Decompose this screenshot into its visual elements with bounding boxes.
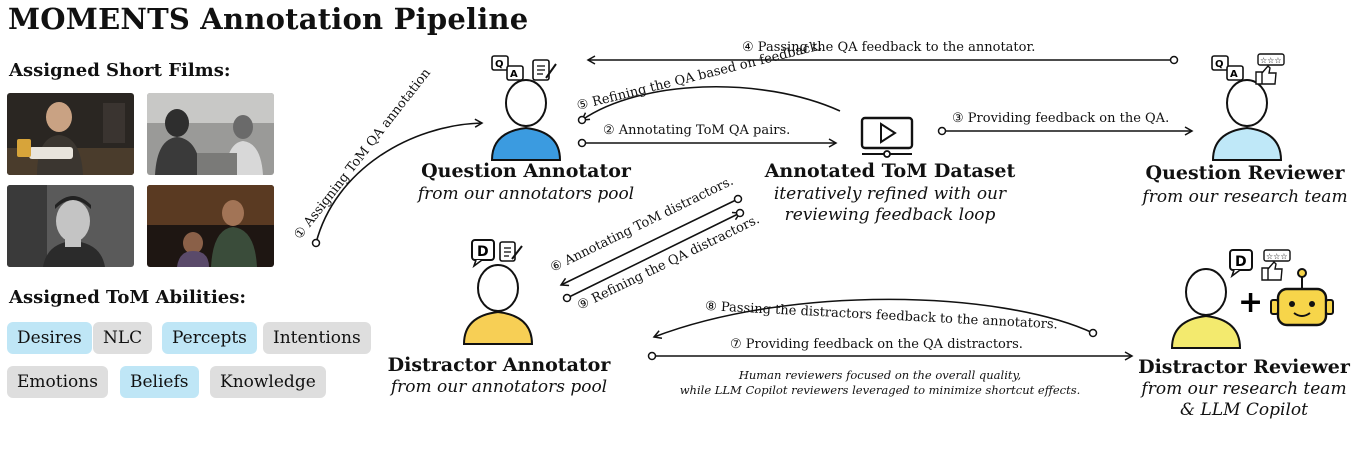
- ability-tag-beliefs[interactable]: Beliefs: [120, 366, 199, 398]
- arrow-step-1: [315, 118, 484, 244]
- question-reviewer-subtitle: from our research team: [1142, 187, 1348, 207]
- ability-tag-emotions[interactable]: Emotions: [7, 366, 108, 398]
- ability-tag-intentions[interactable]: Intentions: [263, 322, 371, 354]
- distractor-d-icon: D: [471, 239, 495, 269]
- step-2-label: ② Annotating ToM QA pairs.: [603, 123, 790, 138]
- video-dataset-icon: [860, 116, 914, 158]
- arrow-step-9: [566, 211, 742, 299]
- arrow-step-8: [652, 298, 1094, 339]
- svg-text:D: D: [477, 244, 489, 260]
- question-annotator-avatar: [490, 79, 562, 161]
- distractor-d-icon-reviewer: D: [1229, 249, 1253, 279]
- thumbs-up-rating-icon: ☆☆☆: [1255, 53, 1285, 85]
- svg-text:☆☆☆: ☆☆☆: [1260, 56, 1282, 65]
- step-9-label: ⑨ Refining the QA distractors.: [575, 212, 762, 313]
- arrow-step-6: [559, 198, 739, 287]
- distractor-reviewer-title: Distractor Reviewer: [1138, 356, 1350, 378]
- svg-text:☆☆☆: ☆☆☆: [1266, 252, 1288, 261]
- ability-tag-desires[interactable]: Desires: [7, 322, 92, 354]
- step-3-label: ③ Providing feedback on the QA.: [952, 111, 1169, 126]
- step-7-label: ⑦ Providing feedback on the QA distracto…: [730, 337, 1023, 352]
- question-annotator-subtitle: from our annotators pool: [417, 184, 635, 204]
- ability-tag-percepts[interactable]: Percepts: [162, 322, 257, 354]
- films-heading: Assigned Short Films:: [9, 60, 231, 81]
- distractor-reviewer-avatar: [1170, 268, 1242, 349]
- distractor-reviewer-subtitle-2: & LLM Copilot: [1180, 400, 1308, 420]
- question-annotator-title: Question Annotator: [421, 160, 631, 182]
- svg-text:A: A: [510, 69, 518, 80]
- page-title: MOMENTS Annotation Pipeline: [8, 2, 529, 36]
- abilities-heading: Assigned ToM Abilities:: [9, 287, 247, 308]
- qa-chat-icon-reviewer: Q A: [1211, 55, 1244, 81]
- film-thumbnail-2[interactable]: [147, 93, 274, 175]
- dataset-subtitle-2: reviewing feedback loop: [784, 205, 996, 225]
- ability-tag-nlc[interactable]: NLC: [93, 322, 153, 354]
- svg-text:A: A: [1230, 69, 1238, 80]
- distractor-reviewer-subtitle-1: from our research team: [1141, 379, 1347, 399]
- film-thumbnail-3[interactable]: [7, 185, 134, 267]
- distractor-annotator-title: Distractor Annotator: [387, 354, 611, 376]
- dataset-title: Annotated ToM Dataset: [764, 160, 1016, 182]
- film-thumbnail-4[interactable]: [147, 185, 274, 267]
- dataset-subtitle-1: iteratively refined with our: [773, 184, 1007, 204]
- step-4-label: ④ Passing the QA feedback to the annotat…: [742, 40, 1035, 55]
- svg-text:Q: Q: [1215, 59, 1224, 70]
- thumbs-up-rating-icon-distractor: ☆☆☆: [1261, 249, 1291, 281]
- question-reviewer-title: Question Reviewer: [1145, 162, 1345, 184]
- plus-icon: +: [1238, 285, 1263, 320]
- document-pen-icon: [532, 59, 557, 81]
- film-thumbnail-1[interactable]: [7, 93, 134, 175]
- distractor-annotator-subtitle: from our annotators pool: [390, 377, 608, 397]
- svg-text:D: D: [1235, 254, 1247, 270]
- robot-copilot-icon: [1270, 268, 1334, 327]
- step-8-label: ⑧ Passing the distractors feedback to th…: [705, 299, 1058, 332]
- reviewer-note-line-2: while LLM Copilot reviewers leveraged to…: [679, 383, 1081, 397]
- arrow-step-5: [580, 85, 841, 121]
- question-reviewer-avatar: [1211, 79, 1283, 161]
- svg-text:Q: Q: [495, 59, 504, 70]
- document-pen-icon-distractor: [499, 241, 523, 262]
- qa-chat-icon: Q A: [491, 55, 524, 81]
- reviewer-note-line-1: Human reviewers focused on the overall q…: [738, 368, 1022, 382]
- ability-tag-knowledge[interactable]: Knowledge: [210, 366, 326, 398]
- step-1-label: ① Assigning ToM QA annotation: [291, 65, 434, 242]
- distractor-annotator-avatar: [462, 264, 534, 345]
